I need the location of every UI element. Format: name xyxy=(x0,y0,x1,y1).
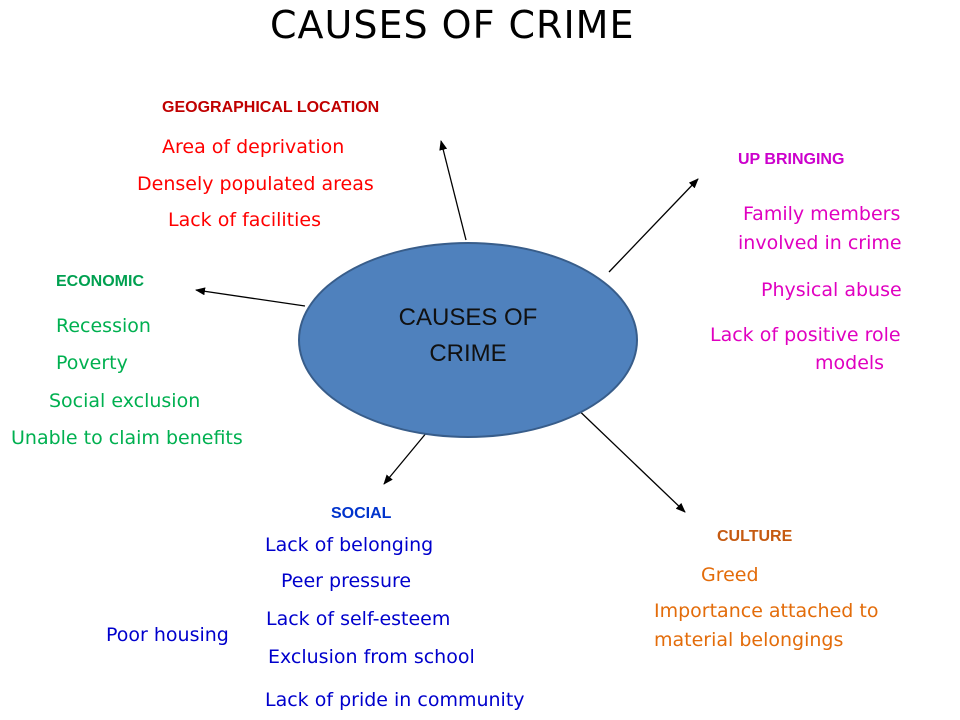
center-label: CAUSES OF CRIME xyxy=(298,300,638,372)
culture-item: Greed xyxy=(701,564,759,586)
economic-heading: ECONOMIC xyxy=(56,273,144,290)
economic-item: Recession xyxy=(56,315,151,337)
arrow-economic xyxy=(195,287,306,307)
page-title: CAUSES OF CRIME xyxy=(270,3,635,47)
social-heading: SOCIAL xyxy=(331,505,392,522)
upbringing-item: Physical abuse xyxy=(761,279,902,301)
social-item: Exclusion from school xyxy=(268,646,475,668)
culture-heading: CULTURE xyxy=(717,528,793,545)
geographical-item: Densely populated areas xyxy=(137,173,374,195)
geographical-item: Area of deprivation xyxy=(162,136,345,158)
culture-item: material belongings xyxy=(654,629,844,651)
social-item: Lack of belonging xyxy=(265,534,434,556)
economic-item: Poverty xyxy=(56,352,128,374)
social-item: Poor housing xyxy=(106,624,229,646)
geographical-item: Lack of facilities xyxy=(168,209,322,231)
economic-item: Unable to claim benefits xyxy=(11,427,243,449)
economic-item: Social exclusion xyxy=(49,390,201,412)
social-item: Peer pressure xyxy=(281,570,412,592)
upbringing-item: involved in crime xyxy=(738,232,902,254)
upbringing-item: models xyxy=(815,352,885,374)
center-label-line2: CRIME xyxy=(429,340,507,367)
arrow-upbringing xyxy=(608,178,699,273)
arrow-geographical xyxy=(439,140,467,241)
social-item: Lack of self-esteem xyxy=(266,608,451,630)
culture-item: Importance attached to xyxy=(654,600,879,622)
social-item: Lack of pride in community xyxy=(265,689,525,711)
upbringing-item: Family members xyxy=(743,203,901,225)
arrow-culture xyxy=(569,401,686,513)
upbringing-item: Lack of positive role xyxy=(710,324,901,346)
center-label-line1: CAUSES OF xyxy=(398,304,538,331)
upbringing-heading: UP BRINGING xyxy=(738,151,845,168)
center-node xyxy=(298,242,638,438)
geographical-heading: GEOGRAPHICAL LOCATION xyxy=(162,99,380,116)
